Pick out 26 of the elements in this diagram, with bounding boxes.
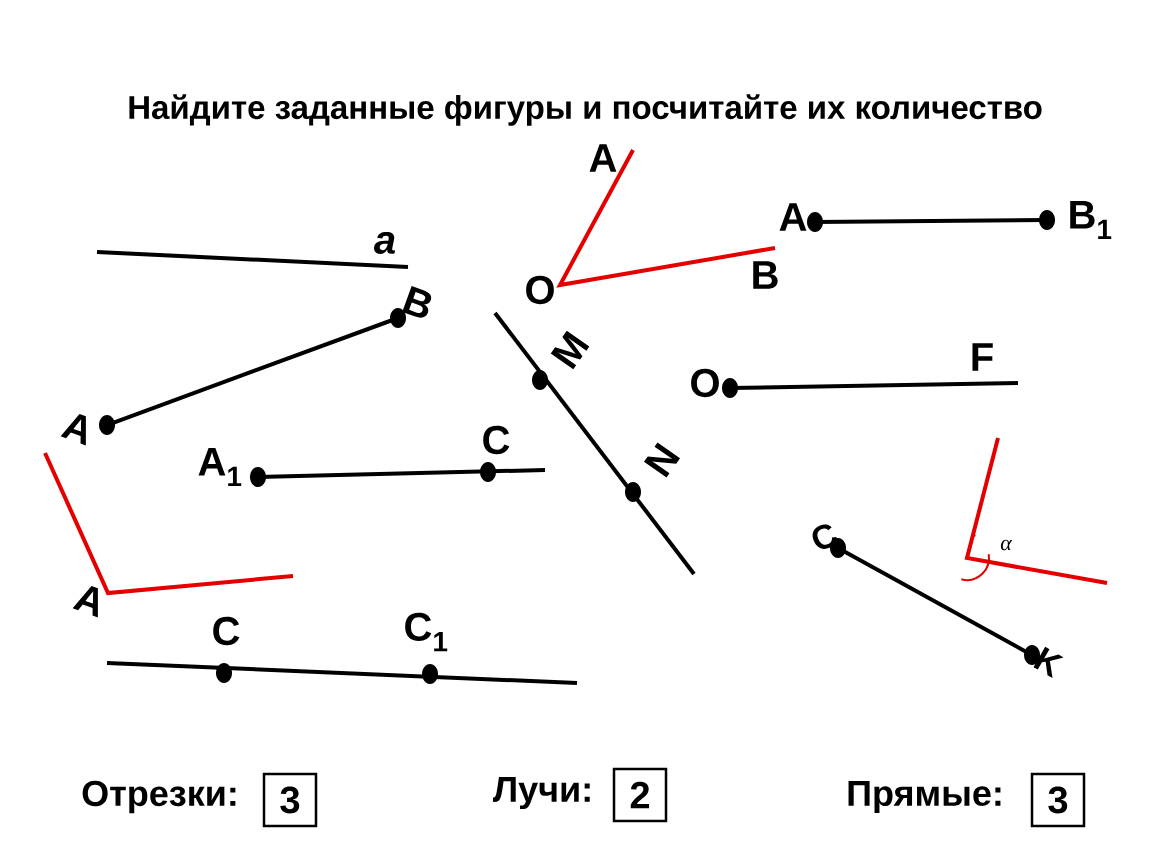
point-label: C [213, 616, 240, 646]
point-label: N [644, 442, 680, 478]
answer-box: 3 [262, 772, 318, 828]
point-label: A [60, 413, 86, 446]
point-label: A [779, 203, 807, 231]
point-label: O [691, 368, 719, 398]
answer-box: 2 [612, 767, 668, 823]
point-label: B [402, 286, 432, 318]
point-label: C$_{1}$ [405, 612, 448, 652]
angle-label: α [1000, 539, 1013, 551]
point-label: A [589, 144, 617, 172]
point-label: M [550, 330, 590, 370]
point-label: A [72, 585, 98, 618]
category-label: Отрезки: [82, 780, 236, 814]
point-label: K [1033, 646, 1064, 679]
point-label: F [972, 343, 993, 371]
point-label: A$_{1}$ [198, 447, 242, 487]
answer-box: 3 [1030, 772, 1086, 828]
category-label: Прямые: [848, 780, 1001, 814]
point-label: O [526, 275, 554, 305]
point-label: B [753, 261, 778, 289]
point-label: C [483, 425, 510, 455]
category-label: Лучи: [493, 776, 590, 810]
line-label: a [374, 232, 395, 254]
point-label: B$_{1}$ [1070, 200, 1112, 240]
title: Найдите заданные фигуры и посчитайте их количество [129, 94, 1042, 126]
